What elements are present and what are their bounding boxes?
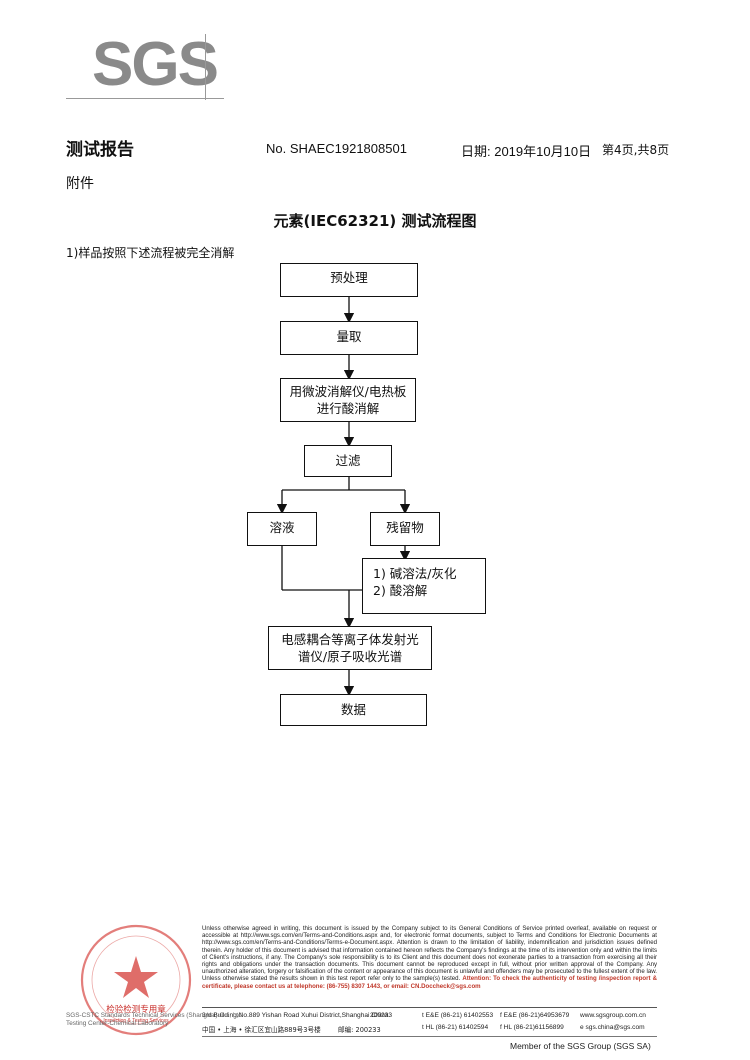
logo-underline	[66, 98, 224, 99]
step-digestion: 用微波消解仪/电热板进行酸消解	[280, 378, 416, 422]
svg-text:检验检测专用章: 检验检测专用章	[106, 1004, 166, 1015]
step-data: 数据	[280, 694, 427, 726]
website-link[interactable]: www.sgsgroup.com.cn	[580, 1012, 646, 1019]
step-icp-analysis: 电感耦合等离子体发射光谱仪/原子吸收光谱	[268, 626, 432, 670]
report-date: 日期: 2019年10月10日	[461, 144, 592, 159]
logo-divider	[205, 34, 206, 100]
inspection-stamp: 检验检测专用章 Inspection & Testing Services	[80, 924, 192, 1036]
svg-text:Inspection & Testing Services: Inspection & Testing Services	[103, 1018, 169, 1024]
fax-ee: f E&E (86-21)64953679	[500, 1012, 570, 1019]
email-link[interactable]: e sgs.china@sgs.com	[580, 1024, 645, 1031]
attachment-label: 附件	[66, 176, 94, 192]
postcode: 200233	[370, 1012, 393, 1019]
member-divider	[202, 1036, 657, 1037]
flowchart-title: 元素(IEC62321) 测试流程图	[273, 212, 477, 230]
phone-hl: t HL (86-21) 61402594	[422, 1024, 489, 1031]
fax-hl: f HL (86-21)61156899	[500, 1024, 564, 1031]
step-pretreatment: 预处理	[280, 263, 418, 297]
authenticity-notice: Attention: To check the authenticity of …	[202, 975, 657, 990]
sgs-logo: SGS	[92, 30, 219, 99]
step-solution: 溶液	[247, 512, 317, 546]
report-number: No. SHAEC1921808501	[266, 141, 407, 156]
step-residue: 残留物	[370, 512, 440, 546]
address-en: 3rd Building,No.889 Yishan Road Xuhui Di…	[202, 1012, 389, 1019]
member-of-sgs-group: Member of the SGS Group (SGS SA)	[510, 1041, 651, 1051]
company-name: SGS-CSTC Standards Technical Services (S…	[66, 1012, 244, 1027]
step-filter: 过滤	[304, 445, 392, 477]
phone-ee: t E&E (86-21) 61402553	[422, 1012, 494, 1019]
page-indicator: 第4页,共8页	[602, 143, 670, 157]
legal-disclaimer: Unless otherwise agreed in writing, this…	[202, 925, 657, 990]
footer-divider	[202, 1007, 657, 1008]
report-title: 测试报告	[66, 140, 134, 160]
step-measure: 量取	[280, 321, 418, 355]
intro-text: 1)样品按照下述流程被完全消解	[66, 246, 235, 260]
postcode-cn: 邮编: 200233	[338, 1026, 381, 1034]
address-cn: 中国 • 上海 • 徐汇区宜山路889号3号楼	[202, 1026, 321, 1034]
